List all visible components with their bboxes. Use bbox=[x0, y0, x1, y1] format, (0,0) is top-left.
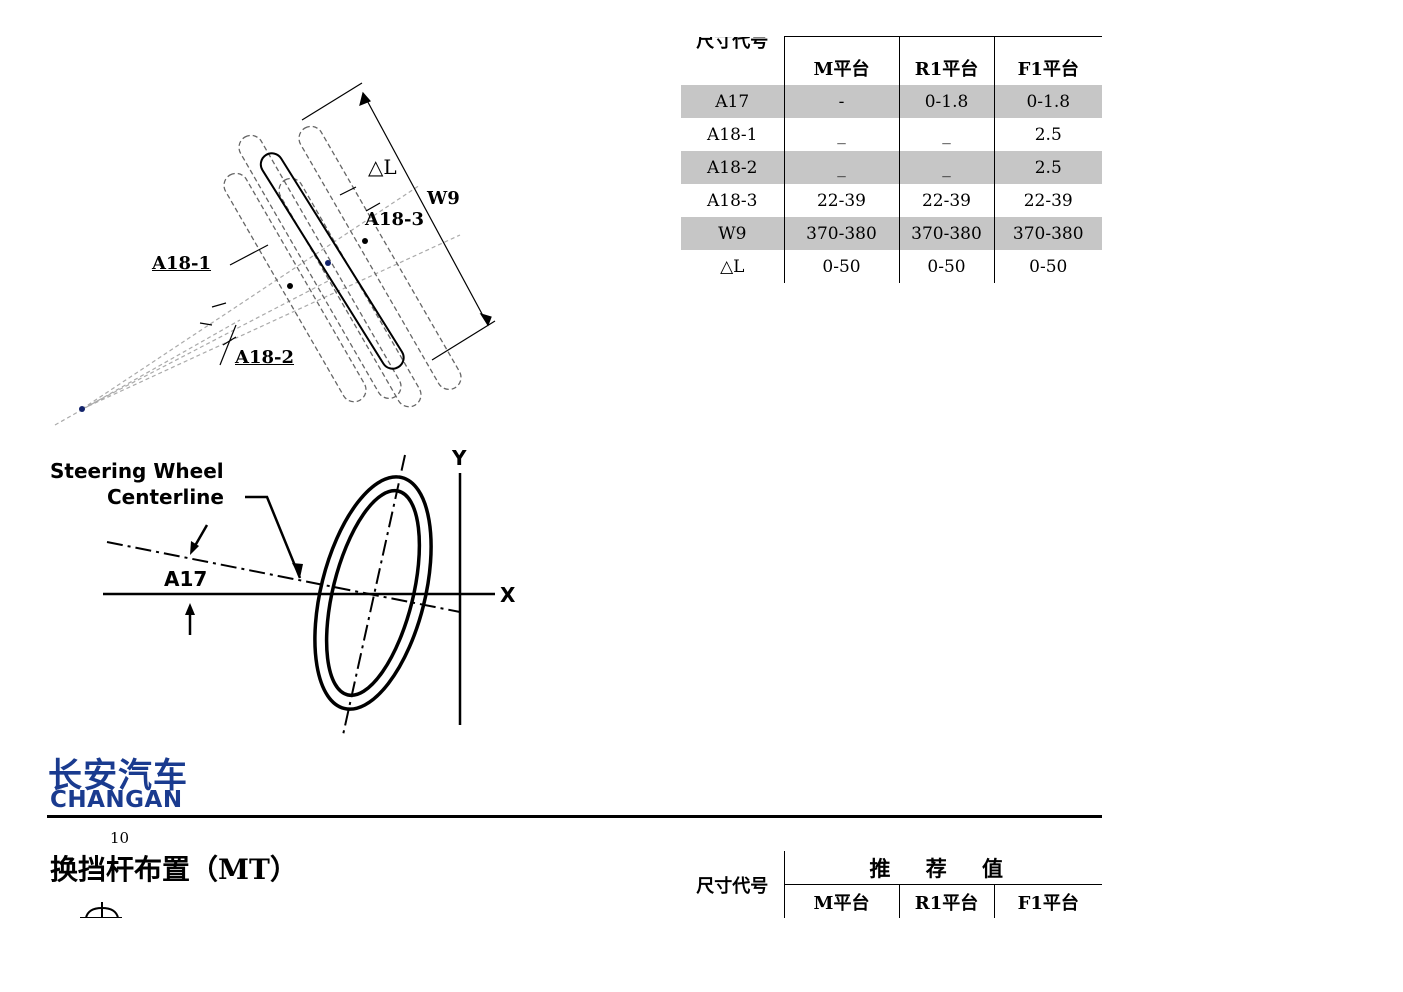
reference-point bbox=[362, 238, 368, 244]
label-w9: W9 bbox=[427, 188, 460, 209]
lever-ghost-outlines bbox=[223, 125, 462, 408]
cell-r1: 370-380 bbox=[898, 217, 994, 250]
row-code: A17 bbox=[681, 85, 784, 118]
row-code: A18-1 bbox=[707, 124, 758, 145]
changan-logo-chinese: 长安汽车 bbox=[48, 756, 188, 796]
lever-position-diagram bbox=[54, 82, 496, 426]
lever-solid-outline bbox=[259, 152, 405, 370]
shift-lever-diagram-fragment bbox=[80, 902, 122, 918]
label-a18-2: A18-2 bbox=[235, 347, 295, 368]
cell-r1: _ bbox=[898, 151, 994, 184]
column-header-r1: R1平台 bbox=[898, 884, 994, 918]
column-header-f1: F1平台 bbox=[993, 884, 1102, 918]
section-title: 换挡杆布置（MT） bbox=[50, 853, 298, 886]
cell-m: - bbox=[783, 85, 899, 118]
cell-m: _ bbox=[783, 151, 899, 184]
label-a17: A17 bbox=[164, 567, 208, 591]
axis-y-label: Y bbox=[452, 446, 467, 470]
column-header-f1: F1平台 bbox=[993, 36, 1102, 85]
dimension-arrows bbox=[199, 186, 381, 366]
cell-f1: 0-50 bbox=[993, 250, 1102, 283]
table-header-row: 尺寸代号 M平台 R1平台 F1平台 bbox=[681, 36, 1102, 85]
cell-m: 0-50 bbox=[783, 250, 899, 283]
w9-dimension bbox=[301, 82, 496, 361]
row-code: W9 bbox=[681, 217, 784, 250]
cell-m: _ bbox=[783, 118, 899, 151]
header-divider bbox=[47, 815, 1102, 818]
steering-wheel-label-line1: Steering Wheel bbox=[50, 459, 224, 483]
page-number: 10 bbox=[110, 829, 130, 847]
table-row: △L 0-50 0-50 0-50 bbox=[681, 250, 1102, 283]
table-row: A18-1 _ _ 2.5 bbox=[681, 118, 1102, 151]
origin-point bbox=[79, 406, 85, 412]
wheel-vertical-centerline bbox=[342, 454, 406, 736]
cell-m: 370-380 bbox=[783, 217, 899, 250]
label-a18-1: A18-1 bbox=[152, 253, 212, 274]
steering-wheel-inner-rim bbox=[324, 488, 422, 698]
dimension-table-bottom: 尺寸代号 推 荐 值 M平台 R1平台 F1平台 bbox=[681, 851, 1102, 918]
column-header-m: M平台 bbox=[783, 884, 899, 918]
steering-wheel-diagram bbox=[103, 454, 495, 736]
lever-center-point bbox=[325, 260, 331, 266]
cell-m: 22-39 bbox=[783, 184, 899, 217]
steering-wheel-label-line2: Centerline bbox=[107, 485, 224, 509]
table-row: W9 370-380 370-380 370-380 bbox=[681, 217, 1102, 250]
row-code: △L bbox=[720, 256, 745, 277]
table-row: A18-2 _ _ 2.5 bbox=[681, 151, 1102, 184]
axis-x-label: X bbox=[500, 583, 516, 607]
cell-f1: 2.5 bbox=[993, 118, 1102, 151]
column-header-code: 尺寸代号 bbox=[696, 36, 769, 52]
cell-f1: 22-39 bbox=[993, 184, 1102, 217]
cell-r1: _ bbox=[898, 118, 994, 151]
column-header-code: 尺寸代号 bbox=[696, 875, 769, 897]
cell-r1: 22-39 bbox=[898, 184, 994, 217]
table-row: A18-3 22-39 22-39 22-39 bbox=[681, 184, 1102, 217]
cell-f1: 2.5 bbox=[993, 151, 1102, 184]
cell-f1: 370-380 bbox=[993, 217, 1102, 250]
cell-f1: 0-1.8 bbox=[993, 85, 1102, 118]
dimension-table-top: 尺寸代号 M平台 R1平台 F1平台 A17 - 0-1.8 0-1.8 A18… bbox=[681, 36, 1102, 283]
recommended-value-header: 推 荐 值 bbox=[783, 851, 1102, 885]
label-delta-l: △L bbox=[368, 155, 397, 179]
centerline-leader bbox=[245, 495, 302, 579]
column-header-r1: R1平台 bbox=[898, 36, 994, 85]
cell-r1: 0-1.8 bbox=[898, 85, 994, 118]
table-header-row: M平台 R1平台 F1平台 bbox=[681, 884, 1102, 918]
label-a18-3: A18-3 bbox=[365, 209, 425, 230]
table-header-row: 尺寸代号 推 荐 值 bbox=[681, 851, 1102, 897]
changan-logo-english: CHANGAN bbox=[50, 787, 183, 813]
steering-wheel-centerline bbox=[106, 541, 461, 613]
column-header-m: M平台 bbox=[783, 36, 899, 85]
cell-r1: 0-50 bbox=[898, 250, 994, 283]
reference-point bbox=[287, 283, 293, 289]
row-code: A18-2 bbox=[681, 151, 784, 184]
table-row: A17 - 0-1.8 0-1.8 bbox=[681, 85, 1102, 118]
row-code: A18-3 bbox=[707, 190, 758, 211]
